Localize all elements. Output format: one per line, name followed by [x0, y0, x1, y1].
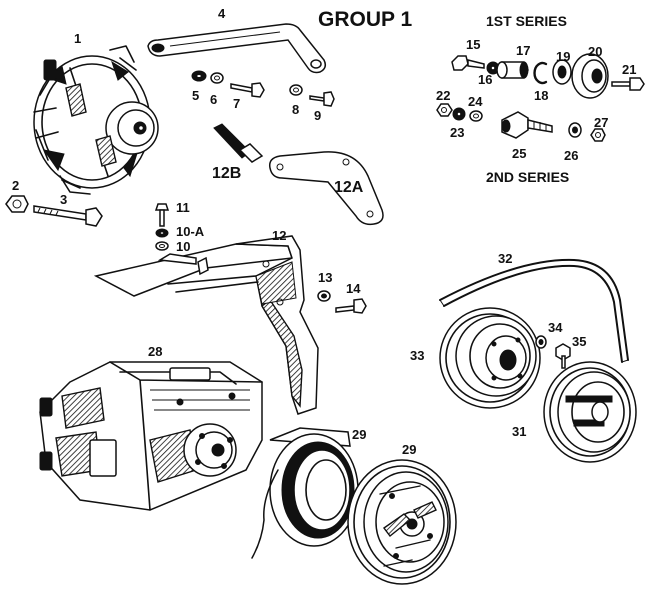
washer-23 [452, 107, 466, 121]
callout-15: 15 [466, 37, 480, 52]
second-series-heading: 2ND SERIES [486, 169, 569, 185]
bolt-14 [335, 298, 367, 314]
washer-6 [210, 72, 224, 84]
callout-14: 14 [346, 281, 361, 296]
callout-26: 26 [564, 148, 578, 163]
clutch-coil-29 [251, 427, 359, 559]
pulley-20 [571, 53, 609, 99]
washer-10a [155, 228, 169, 238]
bolt-11 [154, 203, 170, 227]
washer-8 [289, 84, 303, 96]
bolt-3 [33, 205, 103, 227]
bolt-15 [451, 55, 485, 71]
clutch-pulley-29 [347, 459, 457, 585]
nut-2 [5, 195, 29, 213]
washer-26 [568, 122, 582, 138]
bracket-12 [93, 235, 319, 415]
callout-20: 20 [588, 44, 602, 59]
callout-18: 18 [534, 88, 548, 103]
callout-31: 31 [512, 424, 526, 439]
callout-12a: 12A [334, 179, 364, 196]
bolt-21 [611, 77, 645, 91]
pulley-31 [543, 361, 637, 463]
callout-1: 1 [74, 31, 81, 46]
callout-8: 8 [292, 102, 299, 117]
washer-13 [317, 290, 331, 302]
alternator [33, 45, 159, 195]
adjusting-bar-4 [147, 23, 327, 74]
callout-10a: 10-A [176, 224, 205, 239]
callout-5: 5 [192, 88, 199, 103]
callout-19: 19 [556, 49, 570, 64]
callout-11: 11 [176, 200, 190, 215]
callout-24: 24 [468, 94, 483, 109]
callout-6: 6 [210, 92, 217, 107]
callout-13: 13 [318, 270, 332, 285]
callout-23: 23 [450, 125, 464, 140]
group-title: GROUP 1 [318, 8, 412, 31]
washer-10 [155, 241, 169, 251]
callout-34: 34 [548, 320, 563, 335]
nut-22 [436, 103, 453, 117]
callout-32: 32 [498, 251, 512, 266]
plate-12a [268, 151, 384, 226]
callout-21: 21 [622, 62, 636, 77]
callout-35: 35 [572, 334, 586, 349]
washer-5 [191, 70, 207, 82]
bolt-7 [230, 82, 265, 98]
callout-17: 17 [516, 43, 530, 58]
callout-27: 27 [594, 115, 608, 130]
stud-12b [213, 123, 264, 163]
first-series-heading: 1ST SERIES [486, 13, 567, 29]
callout-10: 10 [176, 239, 190, 254]
callout-12: 12 [272, 228, 286, 243]
callout-2: 2 [12, 178, 19, 193]
bearing-19 [552, 59, 572, 85]
nut-27 [590, 128, 606, 142]
washer-24 [469, 110, 483, 122]
drive-belt-32 [439, 258, 629, 363]
washer-34 [535, 335, 547, 349]
snap-ring-18 [533, 61, 548, 85]
callout-7: 7 [233, 96, 240, 111]
bolt-35 [555, 343, 571, 369]
bolt-9 [309, 91, 335, 107]
hub-17 [496, 61, 529, 79]
compressor-28 [39, 361, 263, 511]
callout-28: 28 [148, 344, 162, 359]
callout-3: 3 [60, 192, 67, 207]
callout-25: 25 [512, 146, 526, 161]
callout-29-coil: 29 [352, 427, 366, 442]
callout-33: 33 [410, 348, 424, 363]
callout-4: 4 [218, 6, 226, 21]
callout-22: 22 [436, 88, 450, 103]
callout-9: 9 [314, 108, 321, 123]
hub-25 [501, 111, 553, 139]
callout-29-pulley: 29 [402, 442, 416, 457]
callout-12b: 12B [212, 165, 241, 182]
pulley-33 [439, 307, 541, 409]
callout-16: 16 [478, 72, 492, 87]
